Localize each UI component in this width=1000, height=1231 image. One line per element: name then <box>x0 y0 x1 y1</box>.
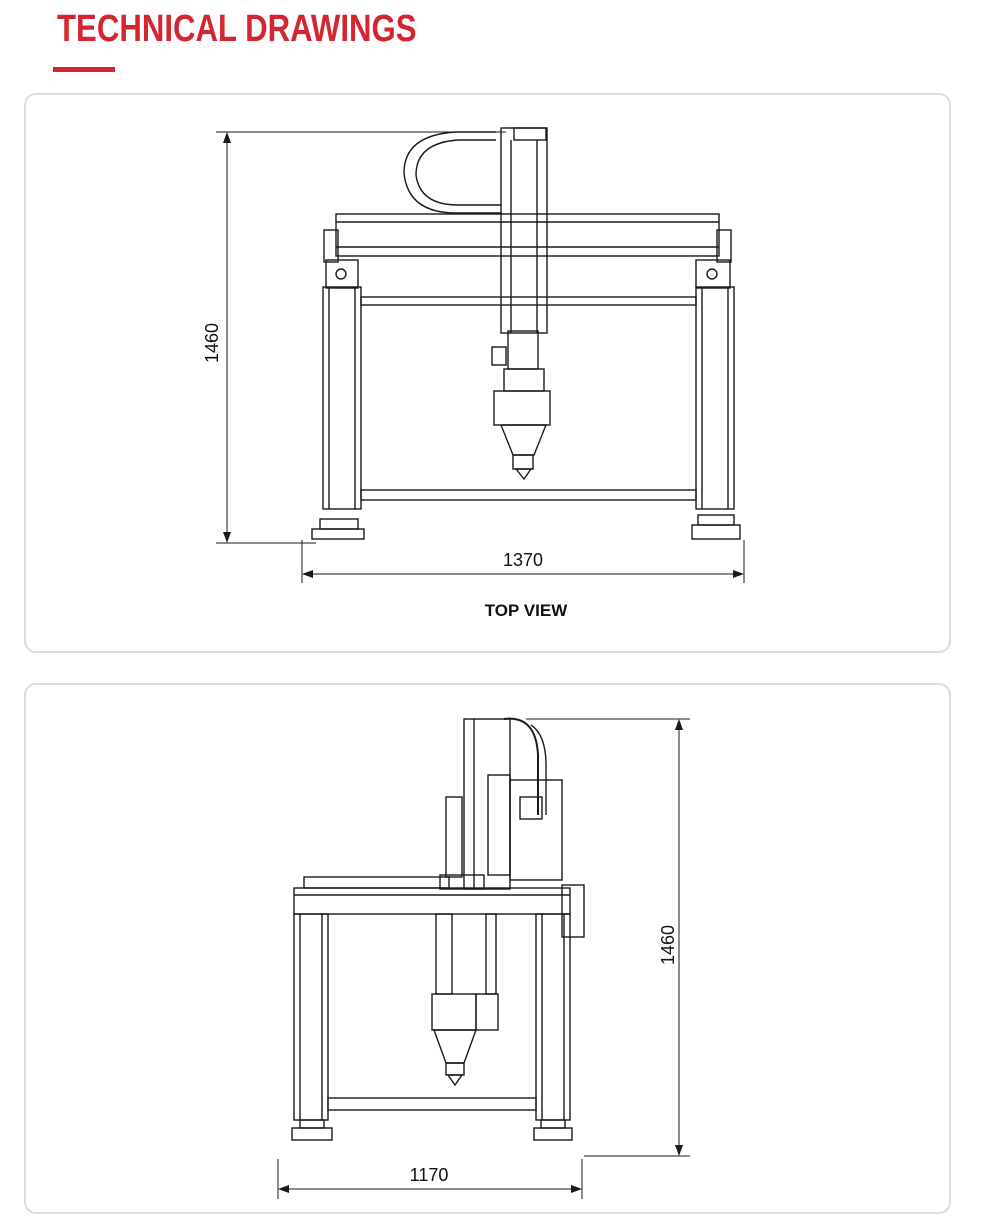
height-dimension-line <box>526 718 690 1157</box>
width-dimension-line <box>301 540 745 583</box>
title-underline <box>53 67 115 72</box>
drawing-panel-side-view: 1460 1170 <box>24 683 951 1214</box>
page-title: TECHNICAL DRAWINGS <box>57 8 417 50</box>
drawing-panel-top-view: 1460 1370 TOP VIEW <box>24 93 951 653</box>
height-dimension-label: 1460 <box>202 323 222 363</box>
gantry-machine-side-view <box>291 717 585 1141</box>
view-label: TOP VIEW <box>485 601 568 620</box>
width-dimension-label: 1370 <box>503 550 543 570</box>
width-dimension-label: 1170 <box>410 1165 449 1185</box>
top-view-drawing: 1460 1370 TOP VIEW <box>202 127 745 620</box>
gantry-machine-top-view <box>311 127 741 540</box>
height-dimension-label: 1460 <box>658 925 678 965</box>
width-dimension-line <box>277 1159 583 1199</box>
side-view-drawing: 1460 1170 <box>277 717 690 1199</box>
